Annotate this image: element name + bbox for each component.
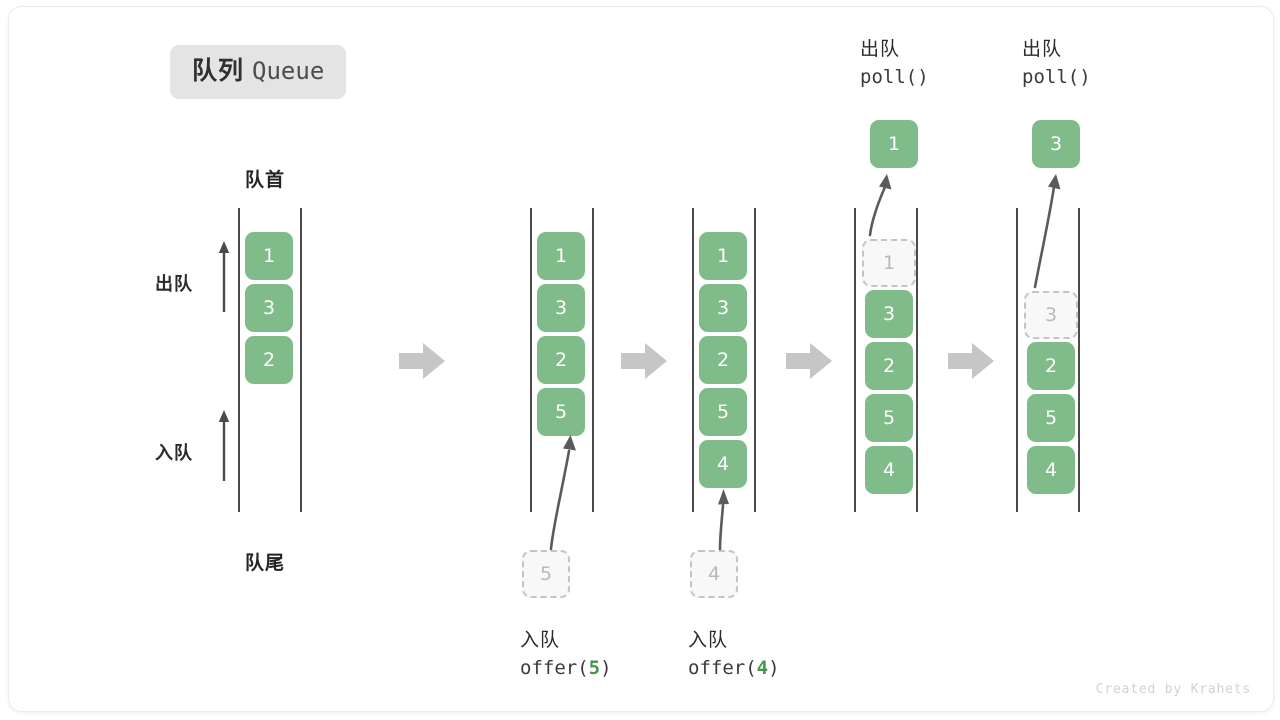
operation-caption-cn: 出队	[860, 39, 901, 60]
operation-caption-code: offer(4)	[688, 655, 780, 682]
queue-element: 3	[537, 284, 585, 332]
queue-element: 4	[865, 446, 913, 494]
queue-element: 3	[245, 284, 293, 332]
operation-caption-offer-4: 入队 offer(4)	[688, 628, 780, 682]
queue-element: 3	[699, 284, 747, 332]
transition-arrow-icon	[786, 343, 832, 379]
queue-element: 2	[865, 342, 913, 390]
queue-element: 4	[1027, 446, 1075, 494]
diagram-title-en: Queue	[252, 57, 325, 85]
operation-caption-cn: 入队	[688, 630, 729, 651]
queue-rail-right-1	[300, 208, 302, 512]
code-prefix: offer(	[520, 656, 589, 679]
enqueue-direction-arrow-icon	[218, 410, 230, 481]
dequeue-direction-arrow-icon	[218, 241, 230, 312]
queue-element: 2	[699, 336, 747, 384]
queue-element: 5	[1027, 394, 1075, 442]
removed-element-ghost: 1	[862, 239, 916, 287]
code-argument: 5	[588, 656, 601, 679]
incoming-element-ghost: 5	[522, 550, 570, 598]
queue-rail-left-5	[1016, 208, 1018, 512]
queue-rail-right-5	[1078, 208, 1080, 512]
incoming-element-ghost: 4	[690, 550, 738, 598]
queue-rail-right-3	[754, 208, 756, 512]
queue-element: 2	[537, 336, 585, 384]
polled-result-element: 1	[870, 120, 918, 168]
front-label: 队首	[245, 170, 286, 191]
queue-element: 2	[245, 336, 293, 384]
dequeue-motion-arrow-icon	[1033, 174, 1061, 289]
queue-element: 4	[699, 440, 747, 488]
queue-rail-right-2	[592, 208, 594, 512]
queue-element: 2	[1027, 342, 1075, 390]
queue-element: 5	[537, 388, 585, 436]
queue-rail-left-2	[530, 208, 532, 512]
queue-element: 5	[865, 394, 913, 442]
operation-caption-code: poll()	[860, 65, 929, 88]
operation-caption-offer-5: 入队 offer(5)	[520, 628, 612, 682]
queue-rail-left-1	[238, 208, 240, 512]
code-argument: 4	[756, 656, 769, 679]
transition-arrow-icon	[948, 343, 994, 379]
dequeue-motion-arrow-icon	[868, 174, 892, 237]
diagram-title-cn: 队列	[192, 57, 245, 85]
code-suffix: )	[768, 656, 780, 679]
queue-element: 1	[245, 232, 293, 280]
removed-element-ghost: 3	[1024, 291, 1078, 339]
transition-arrow-icon	[399, 343, 445, 379]
credit-text: Created by Krahets	[1095, 682, 1251, 697]
dequeue-direction-label: 出队	[155, 274, 193, 294]
code-prefix: offer(	[688, 656, 757, 679]
polled-result-element: 3	[1032, 120, 1080, 168]
queue-rail-left-4	[854, 208, 856, 512]
enqueue-motion-arrow-icon	[718, 489, 729, 551]
code-suffix: )	[600, 656, 612, 679]
operation-caption-cn: 出队	[1022, 39, 1063, 60]
operation-caption-poll-1: 出队 poll()	[860, 37, 929, 91]
queue-element: 1	[537, 232, 585, 280]
queue-element: 3	[865, 290, 913, 338]
operation-caption-poll-3: 出队 poll()	[1022, 37, 1091, 91]
transition-arrow-icon	[621, 343, 667, 379]
queue-element: 1	[699, 232, 747, 280]
enqueue-direction-label: 入队	[155, 443, 193, 463]
queue-rail-right-4	[916, 208, 918, 512]
enqueue-motion-arrow-icon	[549, 435, 576, 551]
operation-caption-code: offer(5)	[520, 655, 612, 682]
operation-caption-cn: 入队	[520, 630, 561, 651]
queue-rail-left-3	[692, 208, 694, 512]
operation-caption-code: poll()	[1022, 65, 1091, 88]
rear-label: 队尾	[245, 553, 286, 574]
queue-element: 5	[699, 388, 747, 436]
